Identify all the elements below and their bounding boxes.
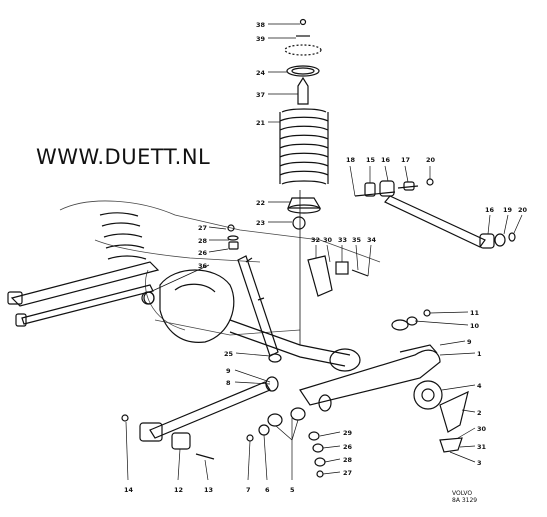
callout-34: 34	[367, 236, 377, 244]
callout-35: 35	[352, 236, 362, 244]
callout-19: 19	[503, 206, 513, 214]
callout-27-top: 27	[198, 224, 207, 232]
callout-31: 31	[477, 443, 487, 451]
callout-6: 6	[265, 486, 270, 494]
callout-17: 17	[401, 156, 410, 164]
spring-stack	[279, 18, 329, 230]
callout-1: 1	[477, 350, 482, 358]
drawing-ref-number: 8A 3129	[452, 497, 478, 504]
callout-labels: 38 39 24 37 21 22 23 27 28 26 36 18 15 1…	[124, 21, 528, 494]
leader-lines	[125, 23, 523, 481]
callout-39: 39	[256, 35, 266, 43]
callout-37: 37	[256, 91, 265, 99]
callout-13: 13	[204, 486, 213, 494]
shock-absorber	[143, 224, 282, 363]
bracket-assembly	[307, 255, 369, 297]
callout-32: 32	[311, 236, 320, 244]
callout-3: 3	[477, 459, 482, 467]
callout-12: 12	[174, 486, 183, 494]
callout-30-top: 30	[323, 236, 333, 244]
callout-20-top: 20	[426, 156, 436, 164]
rear-axle-housing	[159, 269, 361, 372]
callout-14: 14	[124, 486, 134, 494]
callout-15: 15	[366, 156, 376, 164]
callout-21: 21	[256, 119, 266, 127]
left-spring-assembly	[7, 212, 160, 327]
panhard-rod	[121, 376, 326, 478]
drawing-ref-make: VOLVO	[452, 490, 473, 497]
callout-20-right: 20	[518, 206, 528, 214]
callout-2: 2	[477, 409, 482, 417]
callout-23: 23	[256, 219, 265, 227]
callout-11: 11	[470, 309, 480, 317]
callout-16-right: 16	[485, 206, 495, 214]
watermark: WWW.DUETT.NL	[36, 145, 211, 169]
callout-28-bottom: 28	[343, 456, 353, 464]
callout-7: 7	[246, 486, 251, 494]
callout-26-bottom: 26	[343, 443, 353, 451]
callout-26-top: 26	[198, 249, 208, 257]
callout-24: 24	[256, 69, 266, 77]
callout-10: 10	[470, 322, 480, 330]
callout-4: 4	[477, 382, 482, 390]
callout-29: 29	[343, 429, 353, 437]
callout-36: 36	[198, 262, 208, 270]
callout-22: 22	[256, 199, 265, 207]
callout-16-top: 16	[381, 156, 391, 164]
callout-38: 38	[256, 21, 266, 29]
callout-27-bottom: 27	[343, 469, 352, 477]
callout-18: 18	[346, 156, 356, 164]
callout-8: 8	[226, 379, 231, 387]
callout-5: 5	[290, 486, 295, 494]
callout-9-left: 9	[226, 367, 231, 375]
callout-33: 33	[338, 236, 347, 244]
callout-30-right: 30	[477, 425, 487, 433]
body-outline	[59, 200, 381, 336]
trailing-arm-right	[299, 309, 469, 453]
callout-9-right: 9	[467, 338, 472, 346]
callout-28-top: 28	[198, 237, 208, 245]
torque-rod	[354, 178, 516, 249]
drawing-reference: VOLVO 8A 3129	[452, 490, 477, 504]
callout-25: 25	[224, 350, 234, 358]
